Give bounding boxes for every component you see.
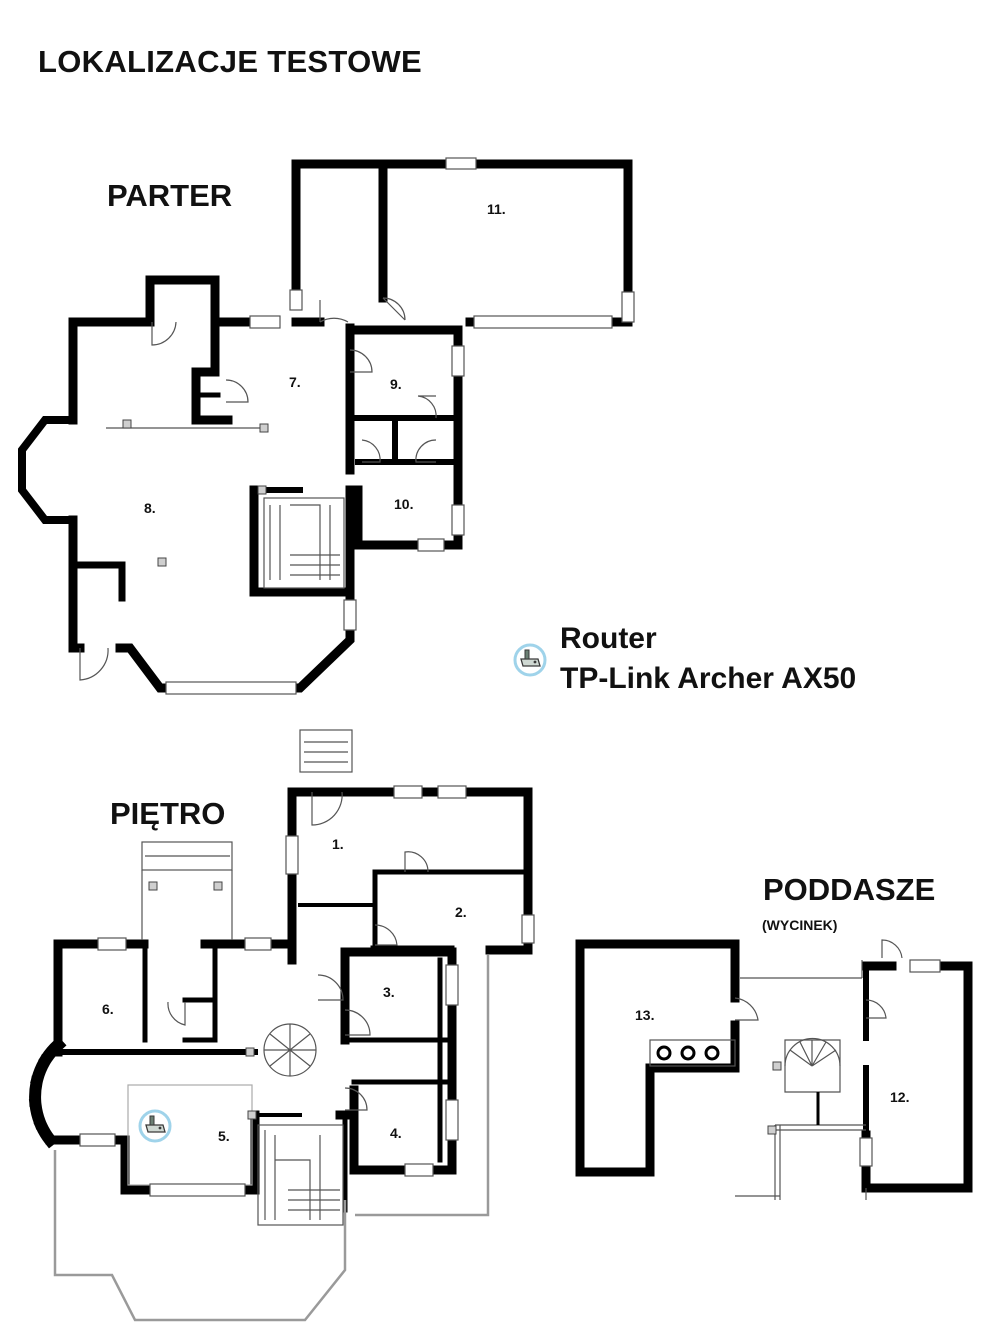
router-legend-title: Router [560, 622, 657, 655]
room-label-5: 5. [218, 1128, 230, 1144]
room-label-6: 6. [102, 1001, 114, 1017]
wall-parter-bay-west [18, 416, 77, 524]
room-label-3: 3. [383, 984, 395, 1000]
wall-pietro-bay [29, 1036, 67, 1149]
parter-thin-lines [79, 157, 635, 695]
room-label-12: 12. [890, 1089, 910, 1105]
room-label-11: 11. [487, 201, 506, 217]
wall-parter-south [68, 595, 355, 693]
wall-room-11 [291, 159, 633, 327]
floor-note-poddasze: (WYCINEK) [762, 917, 838, 933]
room-label-2: 2. [455, 904, 467, 920]
room-label-9: 9. [390, 376, 402, 392]
wall-parter-stairwell [249, 485, 355, 597]
wall-parter-inner-closet [191, 317, 233, 425]
room-label-4: 4. [390, 1125, 402, 1141]
poddasze-thin-lines [649, 939, 941, 1200]
floor-label-parter: PARTER [107, 178, 233, 213]
page-title: LOKALIZACJE TESTOWE [38, 44, 423, 79]
room-label-1: 1. [332, 836, 344, 852]
room-label-7: 7. [289, 374, 301, 390]
terrace-outline [53, 1150, 347, 1322]
wall-parter-entry [76, 561, 126, 602]
wall-rooms-9-10 [345, 325, 463, 550]
router-icon-legend [513, 643, 547, 677]
router-legend-model: TP-Link Archer AX50 [560, 662, 857, 695]
wall-parter-outer [145, 275, 255, 327]
router-icon-pietro [138, 1109, 172, 1143]
wall-rooms-3-4 [340, 947, 457, 1175]
room-label-13: 13. [635, 1007, 655, 1023]
poddasze-burners [656, 1045, 720, 1061]
room-label-8: 8. [144, 500, 156, 516]
floorplan-parter [18, 159, 633, 693]
room-label-10: 10. [394, 496, 414, 512]
wall-room-12 [861, 961, 973, 1193]
floor-label-pietro: PIĘTRO [110, 796, 226, 831]
wall-room-5 [45, 1135, 260, 1195]
pietro-thin-lines [53, 729, 535, 1322]
floor-label-poddasze: PODDASZE [763, 872, 936, 907]
